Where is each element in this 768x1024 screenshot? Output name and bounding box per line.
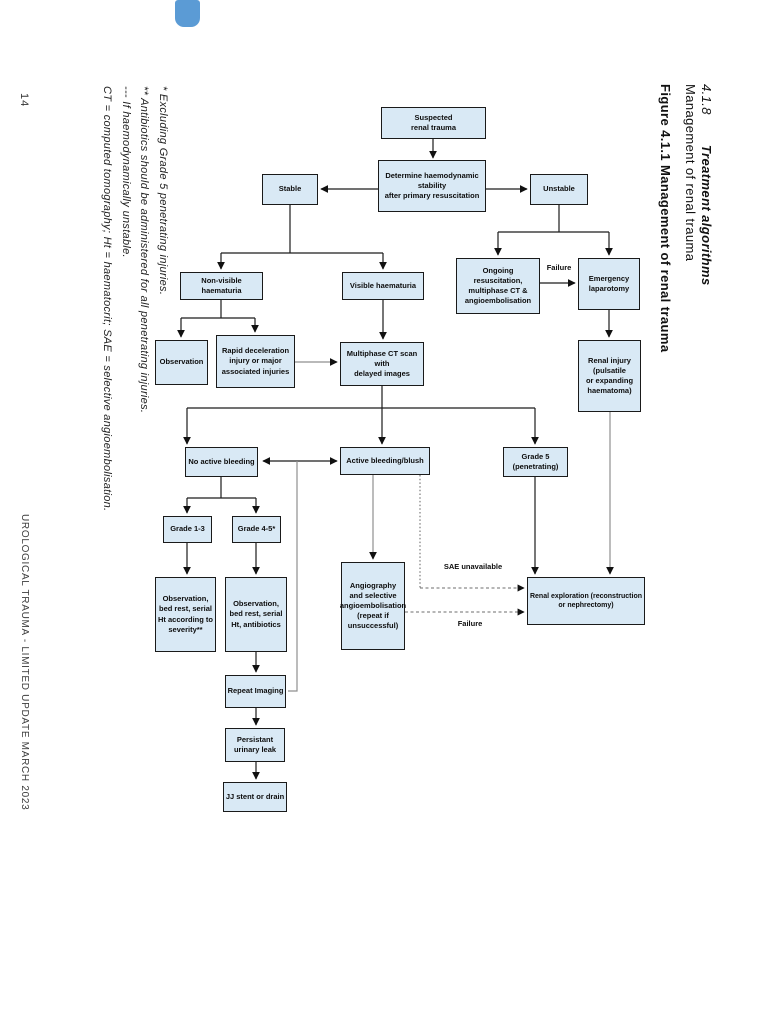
- node-determine-haemodynamic-stability: Determine haemodynamic stability after p…: [378, 160, 486, 212]
- section-heading: 4.1.8 Treatment algorithms: [699, 84, 714, 414]
- node-renal-exploration: Renal exploration (reconstruction or nep…: [527, 577, 645, 625]
- footnote-4: CT = computed tomography; Ht = haematocr…: [101, 86, 114, 512]
- figure-caption: Figure 4.1.1 Management of renal trauma: [658, 84, 673, 353]
- node-observation: Observation: [155, 340, 208, 385]
- node-emergency-laparotomy: Emergency laparotomy: [578, 258, 640, 310]
- node-angiography-sae: Angiography and selective angioembolisat…: [340, 562, 406, 650]
- node-no-active-bleeding: No active bleeding: [185, 447, 258, 477]
- node-renal-injury-pulsatile: Renal injury (pulsatile or expanding hae…: [578, 340, 641, 412]
- node-suspected-renal-trauma: Suspected renal trauma: [381, 107, 486, 139]
- footnote-2: ** Antibiotics should be administered fo…: [138, 86, 151, 414]
- node-non-visible-haematuria: Non-visible haematuria: [180, 272, 263, 300]
- node-grade-5-penetrating: Grade 5 (penetrating): [503, 447, 568, 477]
- node-multiphase-ct-scan: Multiphase CT scan with delayed images: [340, 342, 424, 386]
- node-observation-bed-rest-severity: Observation, bed rest, serial Ht accordi…: [155, 577, 216, 652]
- section-number: 4.1.8: [699, 84, 714, 115]
- running-footer: UROLOGICAL TRAUMA - LIMITED UPDATE MARCH…: [19, 514, 30, 811]
- edge-label-failure-top: Failure: [546, 263, 572, 272]
- node-rapid-deceleration-injury: Rapid deceleration injury or major assoc…: [216, 335, 295, 388]
- edge-label-failure-bottom: Failure: [457, 619, 483, 628]
- node-grade-1-3: Grade 1-3: [163, 516, 212, 543]
- node-active-bleeding-blush: Active bleeding/blush: [340, 447, 430, 475]
- section-subtitle: Management of renal trauma: [683, 84, 698, 262]
- node-unstable: Unstable: [530, 174, 588, 205]
- footnote-3: --- If haemodynamically unstable.: [120, 86, 132, 258]
- node-ongoing-resuscitation: Ongoing resuscitation, multiphase CT & a…: [456, 258, 540, 314]
- node-repeat-imaging: Repeat Imaging: [225, 675, 286, 708]
- figure-header: 4.1.8 Treatment algorithms Management of…: [658, 84, 714, 414]
- node-grade-4-5: Grade 4-5*: [232, 516, 281, 543]
- section-title: Treatment algorithms: [699, 144, 714, 286]
- node-visible-haematuria: Visible haematuria: [342, 272, 424, 300]
- page-number: 14: [18, 93, 30, 108]
- edge-label-sae-unavailable: SAE unavailable: [443, 562, 503, 571]
- node-stable: Stable: [262, 174, 318, 205]
- node-jj-stent-or-drain: JJ stent or drain: [223, 782, 287, 812]
- page-edge-tab-marker: [175, 0, 200, 27]
- node-observation-bed-rest-antibiotics: Observation, bed rest, serial Ht, antibi…: [225, 577, 287, 652]
- node-persistent-urinary-leak: Persistant urinary leak: [225, 728, 285, 762]
